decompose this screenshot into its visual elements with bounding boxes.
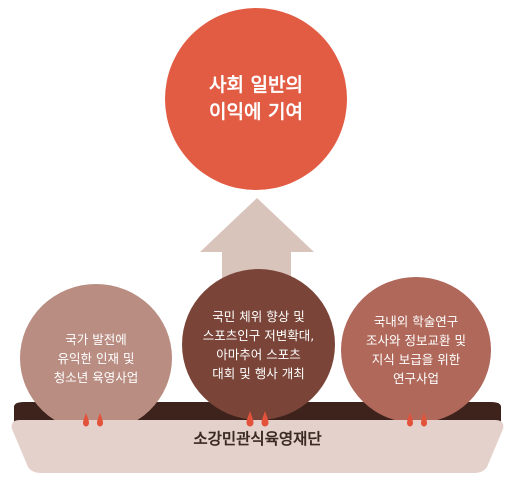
activity-sports-line-4: 대회 및 행사 개최 [212,365,305,381]
activity-youth-line-3: 청소년 육영사업 [53,369,139,385]
goal-line-2: 이익에 기여 [208,101,303,123]
activity-research-line-4: 연구사업 [392,371,439,386]
activity-research-line-1: 국내외 학술연구 [373,314,459,329]
activity-sports-line-3: 아마추어 스포츠 [216,346,301,362]
activity-sports-line-2: 스포츠인구 저변확대, [202,327,315,343]
foundation-tray [11,411,504,473]
drop-icon-group-middle [246,411,269,427]
goal-line-1: 사회 일반의 [208,74,303,96]
activity-youth-line-1: 국가 발전에 [65,331,127,347]
activity-circle-research: 국내외 학술연구 조사와 정보교환 및 지식 보급을 위한 연구사업 [341,277,491,423]
foundation-name: 소강민관식육영재단 [193,430,322,448]
activity-circle-youth: 국가 발전에 유익한 인재 및 청소년 육영사업 [20,284,172,432]
goal-circle: 사회 일반의 이익에 기여 [165,8,347,190]
drop-icon-group-right [407,413,427,427]
activity-research-line-2: 조사와 정보교환 및 [366,333,466,348]
activity-youth-line-2: 유익한 인재 및 [57,350,135,366]
activity-sports-line-1: 국민 체위 향상 및 [212,308,305,324]
activity-circle-sports: 국민 체위 향상 및 스포츠인구 저변확대, 아마추어 스포츠 대회 및 행사 … [182,269,335,420]
activity-research-line-3: 지식 보급을 위한 [371,352,461,367]
drop-icon-group-left [83,413,103,427]
